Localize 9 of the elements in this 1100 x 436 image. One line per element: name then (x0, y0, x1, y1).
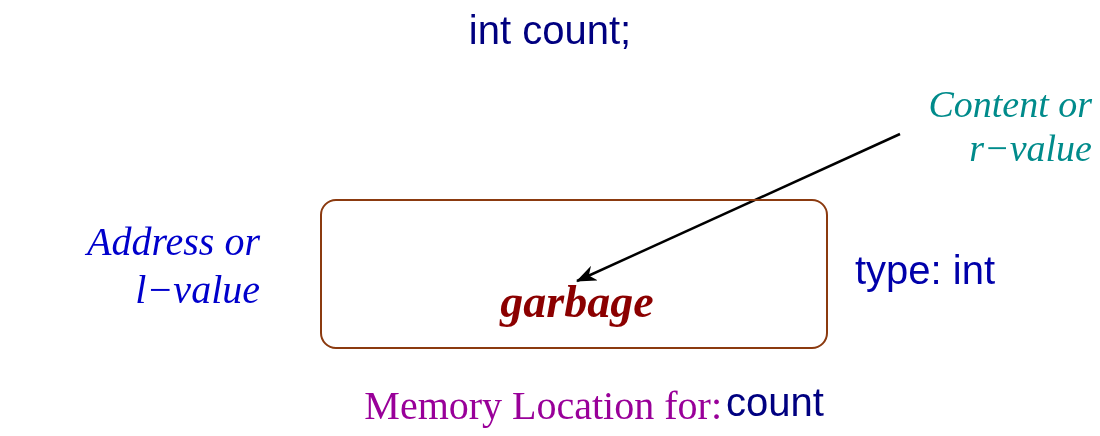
type-text: type: int (855, 248, 997, 293)
variable-name: count (726, 380, 825, 425)
code-declaration: int count; (467, 8, 633, 53)
leader-arrow (576, 132, 901, 283)
annotation-text: Address or l−value (84, 218, 261, 314)
annotation-text: Content or r−value (820, 82, 1092, 172)
caption-text: Memory Location for: (364, 382, 722, 429)
value-text: garbage (462, 277, 692, 327)
memory-box (320, 199, 828, 349)
